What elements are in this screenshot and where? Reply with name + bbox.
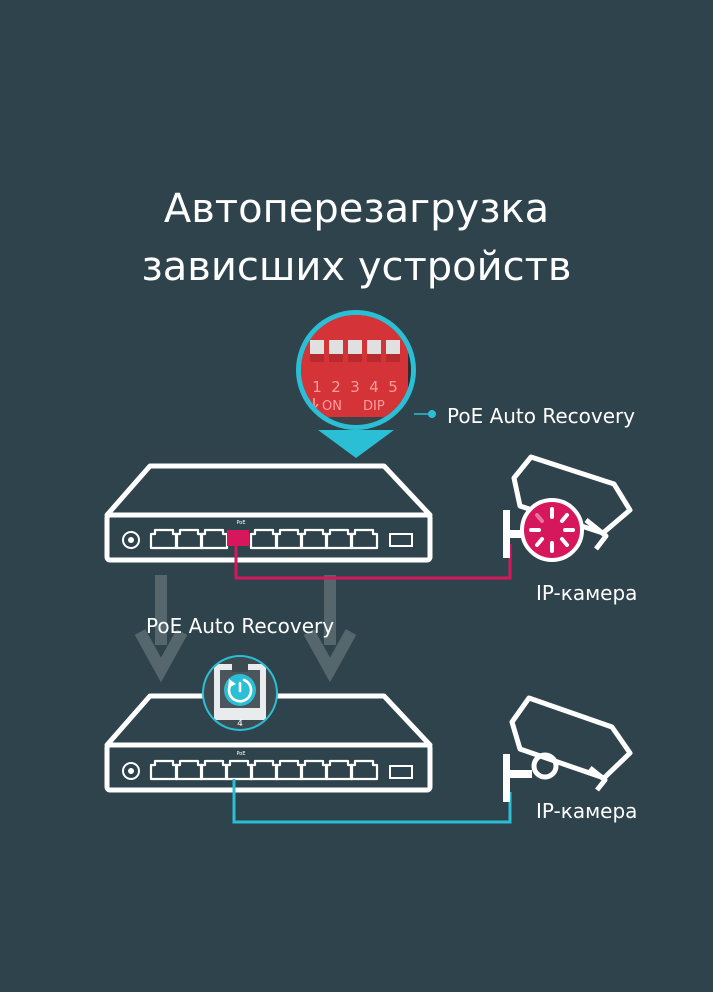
callout-dot bbox=[428, 410, 436, 418]
dip-switch-icon: 1 2 3 4 5 ON DIP bbox=[296, 310, 416, 430]
dip-number: 2 bbox=[331, 378, 341, 396]
dip-number: 1 bbox=[312, 378, 322, 396]
page-title: Автоперезагрузка зависших устройств bbox=[0, 180, 713, 296]
title-line-2: зависших устройств bbox=[141, 244, 572, 290]
switch-port-header: PoE bbox=[236, 751, 245, 757]
faulty-port bbox=[227, 530, 249, 546]
port-zoom: 4 bbox=[202, 655, 278, 731]
loading-spinner-icon bbox=[529, 507, 575, 553]
callout-label: PoE Auto Recovery bbox=[447, 404, 635, 428]
ip-camera-icon bbox=[503, 454, 633, 562]
camera-top-label: IP-камера bbox=[536, 581, 637, 605]
dip-dip-label: DIP bbox=[363, 399, 385, 414]
callout-pointer bbox=[318, 430, 394, 458]
camera-bottom-label: IP-камера bbox=[536, 799, 637, 823]
faulty-cable bbox=[234, 544, 512, 580]
dip-number: 3 bbox=[350, 378, 360, 396]
down-arrow-icon bbox=[134, 575, 188, 683]
title-line-1: Автоперезагрузка bbox=[163, 186, 550, 232]
flow-label: PoE Auto Recovery bbox=[146, 614, 334, 638]
switch-icon: PoE bbox=[104, 693, 433, 793]
port-number: 4 bbox=[237, 719, 243, 729]
ip-camera-icon bbox=[503, 695, 633, 802]
recovered-cable bbox=[232, 779, 512, 824]
down-arrow-icon bbox=[303, 575, 357, 683]
power-recovery-icon bbox=[224, 674, 256, 706]
switch-icon: PoE bbox=[104, 463, 433, 563]
dip-on-label: ON bbox=[322, 399, 342, 414]
dip-number: 5 bbox=[388, 378, 398, 396]
switch-port-header: PoE bbox=[236, 520, 245, 526]
dip-number: 4 bbox=[369, 378, 379, 396]
